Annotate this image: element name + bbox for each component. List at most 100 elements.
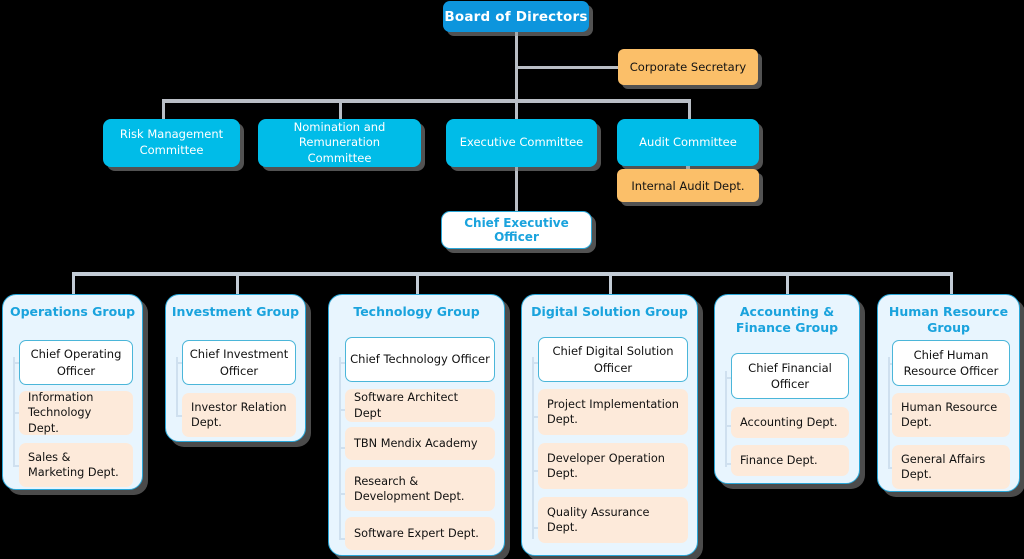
general-affairs-dept-label: General Affairs Dept. — [901, 452, 986, 481]
node-nomination-remuneration-committee[interactable]: Nomination and Remuneration Committee — [258, 119, 421, 167]
node-chief-investment-officer[interactable]: Chief Investment Officer — [182, 340, 296, 385]
group-accounting-finance-title: Accounting & Finance Group — [735, 304, 839, 335]
node-software-expert-dept[interactable]: Software Expert Dept. — [345, 517, 495, 550]
node-tbn-mendix-academy[interactable]: TBN Mendix Academy — [345, 427, 495, 460]
stub — [13, 465, 21, 467]
risk-management-committee-label: Risk Management Committee — [119, 127, 224, 157]
node-project-implementation-dept[interactable]: Project Implementation Dept. — [538, 389, 688, 435]
group-accounting-finance-stem — [725, 371, 727, 467]
human-resource-dept-label: Human Resource Dept. — [901, 400, 998, 429]
stub — [176, 362, 184, 364]
node-human-resource-dept[interactable]: Human Resource Dept. — [892, 393, 1010, 437]
group-accounting-finance[interactable]: Accounting & Finance Group Chief Financi… — [714, 294, 860, 484]
connector-corporate-secretary — [515, 66, 625, 69]
node-chief-operating-officer[interactable]: Chief Operating Officer — [19, 340, 133, 385]
node-general-affairs-dept[interactable]: General Affairs Dept. — [892, 445, 1010, 489]
connector-audit-internal — [686, 164, 690, 170]
connector-group-bus — [72, 272, 953, 276]
connector-drop-accounting — [786, 272, 789, 296]
board-of-directors-label: Board of Directors — [444, 8, 588, 25]
node-investor-relation-dept[interactable]: Investor Relation Dept. — [182, 393, 296, 437]
nomination-remuneration-committee-label: Nomination and Remuneration Committee — [293, 119, 386, 165]
stub — [339, 362, 347, 364]
connector-committee-bus — [162, 99, 691, 103]
stub — [725, 463, 733, 465]
stub — [532, 470, 540, 472]
group-technology[interactable]: Technology Group Chief Technology Office… — [328, 294, 505, 556]
group-investment-title: Investment Group — [171, 304, 300, 319]
chief-operating-officer-label: Chief Operating Officer — [30, 347, 122, 378]
node-chief-executive-officer[interactable]: Chief Executive Officer — [441, 211, 592, 249]
group-technology-title: Technology Group — [353, 304, 480, 319]
node-accounting-dept[interactable]: Accounting Dept. — [731, 407, 849, 438]
chief-investment-officer-label: Chief Investment Officer — [189, 347, 289, 378]
node-corporate-secretary[interactable]: Corporate Secretary — [618, 49, 758, 85]
node-software-architect-dept[interactable]: Software Architect Dept — [345, 389, 495, 422]
stub — [532, 416, 540, 418]
node-sales-marketing-dept[interactable]: Sales & Marketing Dept. — [19, 443, 133, 487]
node-developer-operation-dept[interactable]: Developer Operation Dept. — [538, 443, 688, 489]
information-technology-dept-label: Information Technology Dept. — [28, 391, 94, 435]
group-digital-solution-stem — [532, 357, 534, 539]
software-architect-dept-label: Software Architect Dept — [354, 391, 459, 420]
developer-operation-dept-label: Developer Operation Dept. — [547, 451, 665, 480]
node-quality-assurance-dept[interactable]: Quality Assurance Dept. — [538, 497, 688, 543]
group-human-resource-title: Human Resource Group — [888, 304, 1009, 335]
stub — [532, 362, 540, 364]
node-audit-committee[interactable]: Audit Committee — [617, 119, 759, 166]
node-information-technology-dept[interactable]: Information Technology Dept. — [19, 391, 133, 435]
stub — [532, 527, 540, 529]
accounting-dept-label: Accounting Dept. — [740, 415, 838, 429]
sales-marketing-dept-label: Sales & Marketing Dept. — [28, 450, 119, 479]
connector-drop-operations — [72, 272, 75, 296]
executive-committee-label: Executive Committee — [459, 135, 584, 150]
project-implementation-dept-label: Project Implementation Dept. — [547, 397, 679, 426]
connector-drop-technology — [416, 272, 419, 296]
stub — [339, 493, 347, 495]
research-development-dept-label: Research & Development Dept. — [354, 474, 465, 503]
chief-financial-officer-label: Chief Financial Officer — [748, 360, 832, 391]
connector-drop-investment — [236, 272, 239, 296]
group-digital-solution[interactable]: Digital Solution Group Chief Digital Sol… — [521, 294, 698, 556]
finance-dept-label: Finance Dept. — [740, 453, 818, 467]
connector-drop-digital — [609, 272, 612, 296]
audit-committee-label: Audit Committee — [639, 134, 737, 149]
corporate-secretary-label: Corporate Secretary — [629, 60, 747, 74]
stub — [13, 362, 21, 364]
group-investment[interactable]: Investment Group Chief Investment Office… — [165, 294, 306, 442]
node-board-of-directors[interactable]: Board of Directors — [443, 1, 589, 32]
node-internal-audit-dept[interactable]: Internal Audit Dept. — [617, 169, 759, 202]
group-investment-stem — [176, 357, 178, 417]
chief-technology-officer-label: Chief Technology Officer — [350, 352, 490, 367]
connector-drop-risk — [162, 99, 165, 119]
stub — [725, 425, 733, 427]
group-human-resource[interactable]: Human Resource Group Chief Human Resourc… — [877, 294, 1020, 492]
chief-digital-solution-officer-label: Chief Digital Solution Officer — [552, 344, 674, 375]
node-chief-human-resource-officer[interactable]: Chief Human Resource Officer — [892, 340, 1010, 386]
node-executive-committee[interactable]: Executive Committee — [446, 119, 597, 167]
node-research-development-dept[interactable]: Research & Development Dept. — [345, 467, 495, 511]
group-digital-solution-title: Digital Solution Group — [531, 304, 688, 319]
node-risk-management-committee[interactable]: Risk Management Committee — [103, 119, 240, 167]
connector-drop-audit — [688, 99, 691, 119]
stub — [176, 415, 184, 417]
connector-drop-nomination — [339, 99, 342, 119]
chief-executive-officer-label: Chief Executive Officer — [464, 216, 569, 244]
stub — [13, 412, 21, 414]
group-operations-title: Operations Group — [9, 304, 136, 319]
chief-human-resource-officer-label: Chief Human Resource Officer — [903, 347, 999, 378]
stub — [339, 538, 347, 540]
stub — [339, 447, 347, 449]
node-finance-dept[interactable]: Finance Dept. — [731, 445, 849, 476]
stub — [339, 409, 347, 411]
investor-relation-dept-label: Investor Relation Dept. — [191, 400, 287, 429]
quality-assurance-dept-label: Quality Assurance Dept. — [547, 505, 650, 534]
group-operations[interactable]: Operations Group Chief Operating Officer… — [2, 294, 143, 490]
tbn-mendix-academy-label: TBN Mendix Academy — [354, 436, 478, 450]
node-chief-digital-solution-officer[interactable]: Chief Digital Solution Officer — [538, 337, 688, 382]
connector-drop-hr — [950, 272, 953, 296]
internal-audit-dept-label: Internal Audit Dept. — [631, 178, 745, 193]
node-chief-financial-officer[interactable]: Chief Financial Officer — [731, 353, 849, 399]
node-chief-technology-officer[interactable]: Chief Technology Officer — [345, 337, 495, 382]
